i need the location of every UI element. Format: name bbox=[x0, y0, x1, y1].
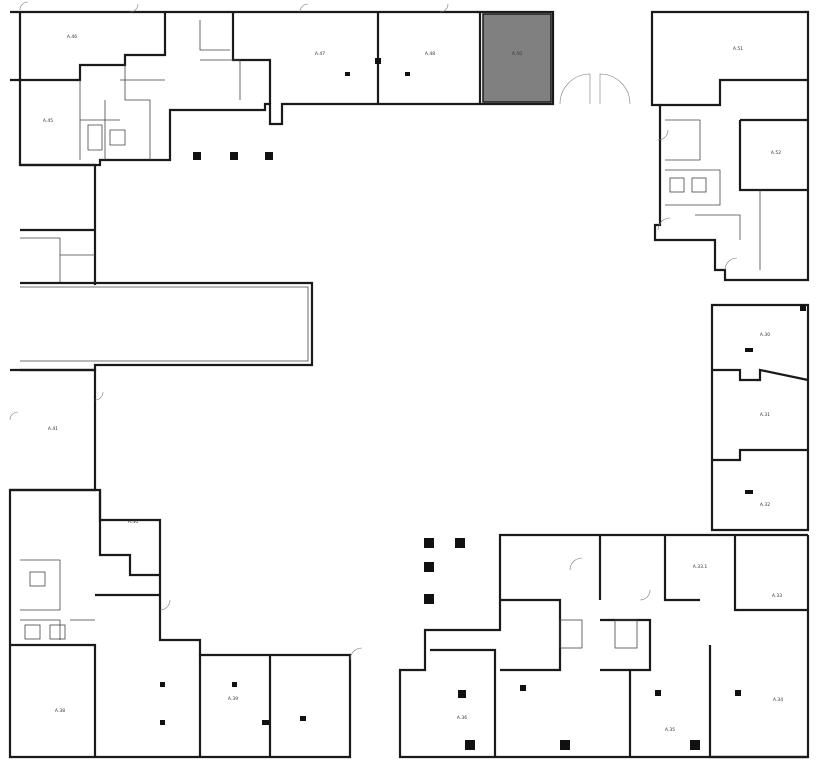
room-label: А.39 bbox=[228, 696, 238, 702]
room-area[interactable] bbox=[710, 645, 808, 757]
room-label: А.48 bbox=[425, 51, 435, 57]
room-A33[interactable]: А.33 bbox=[735, 535, 808, 610]
room-label: А.30 bbox=[760, 332, 770, 338]
room-A45[interactable]: А.45 bbox=[10, 80, 80, 160]
room-A51[interactable]: А.51 bbox=[720, 12, 808, 80]
room-area[interactable] bbox=[10, 645, 95, 757]
northeast-wing bbox=[650, 10, 810, 282]
north-wing bbox=[10, 1, 631, 167]
room-label: А.33.1 bbox=[693, 564, 708, 570]
room-area[interactable] bbox=[712, 455, 808, 530]
room-label: А.50 bbox=[512, 51, 522, 57]
room-area[interactable] bbox=[630, 670, 710, 757]
room-label: А.45 bbox=[43, 118, 53, 124]
room-area[interactable] bbox=[10, 12, 165, 80]
room-A30[interactable]: А.30 bbox=[712, 305, 808, 375]
room-A52[interactable]: А.52 bbox=[740, 120, 808, 190]
room-A48[interactable]: А.48 bbox=[378, 12, 480, 104]
southeast-wing bbox=[398, 533, 810, 759]
room-A32[interactable]: А.32 bbox=[712, 455, 808, 530]
room-A35[interactable]: А.35 bbox=[630, 670, 710, 757]
room-A39[interactable]: А.39 bbox=[200, 655, 270, 757]
room-area[interactable] bbox=[720, 12, 808, 80]
room-A50-highlight bbox=[482, 13, 552, 103]
west-wing bbox=[9, 163, 314, 492]
room-label: А.40 bbox=[128, 519, 138, 525]
room-label: А.52 bbox=[771, 150, 781, 156]
room-A40[interactable]: А.40 bbox=[100, 490, 160, 575]
room-A50[interactable]: А.50 bbox=[480, 12, 553, 104]
room-label: А.47 bbox=[315, 51, 325, 57]
room-A46[interactable]: А.46 bbox=[10, 12, 165, 80]
room-label: А.36 bbox=[457, 715, 467, 721]
southwest-wing bbox=[8, 488, 363, 759]
room-A38[interactable]: А.38 bbox=[10, 645, 95, 757]
room-label: А.46 bbox=[67, 34, 77, 40]
room-label: А.32 bbox=[760, 502, 770, 508]
east-wing bbox=[710, 303, 810, 532]
room-label: А.31 bbox=[760, 412, 770, 418]
room-area[interactable] bbox=[100, 490, 160, 575]
room-area[interactable] bbox=[712, 305, 808, 375]
room-area[interactable] bbox=[430, 650, 495, 757]
room-A31[interactable]: А.31 bbox=[712, 375, 808, 455]
rooms-layer: А.46А.47 А.48 А.50 А.51А.45А.52А.30А.31А.41… bbox=[10, 12, 808, 757]
room-label: А.38 bbox=[55, 708, 65, 714]
room-A47[interactable]: А.47 bbox=[233, 12, 378, 104]
room-area[interactable] bbox=[378, 12, 480, 104]
room-area[interactable] bbox=[480, 12, 553, 104]
room-label: А.41 bbox=[48, 426, 58, 432]
room-A36[interactable]: А.36 bbox=[430, 650, 495, 757]
room-A34[interactable]: А.34 bbox=[710, 645, 808, 757]
room-A41[interactable]: А.41 bbox=[10, 370, 95, 490]
room-label: А.35 bbox=[665, 727, 675, 733]
room-label: А.34 bbox=[773, 697, 783, 703]
room-area[interactable] bbox=[233, 12, 378, 104]
room-area[interactable] bbox=[200, 655, 270, 757]
room-label: А.33 bbox=[772, 593, 782, 599]
room-label: А.51 bbox=[733, 46, 743, 52]
room-A331[interactable]: А.33.1 bbox=[665, 535, 735, 600]
